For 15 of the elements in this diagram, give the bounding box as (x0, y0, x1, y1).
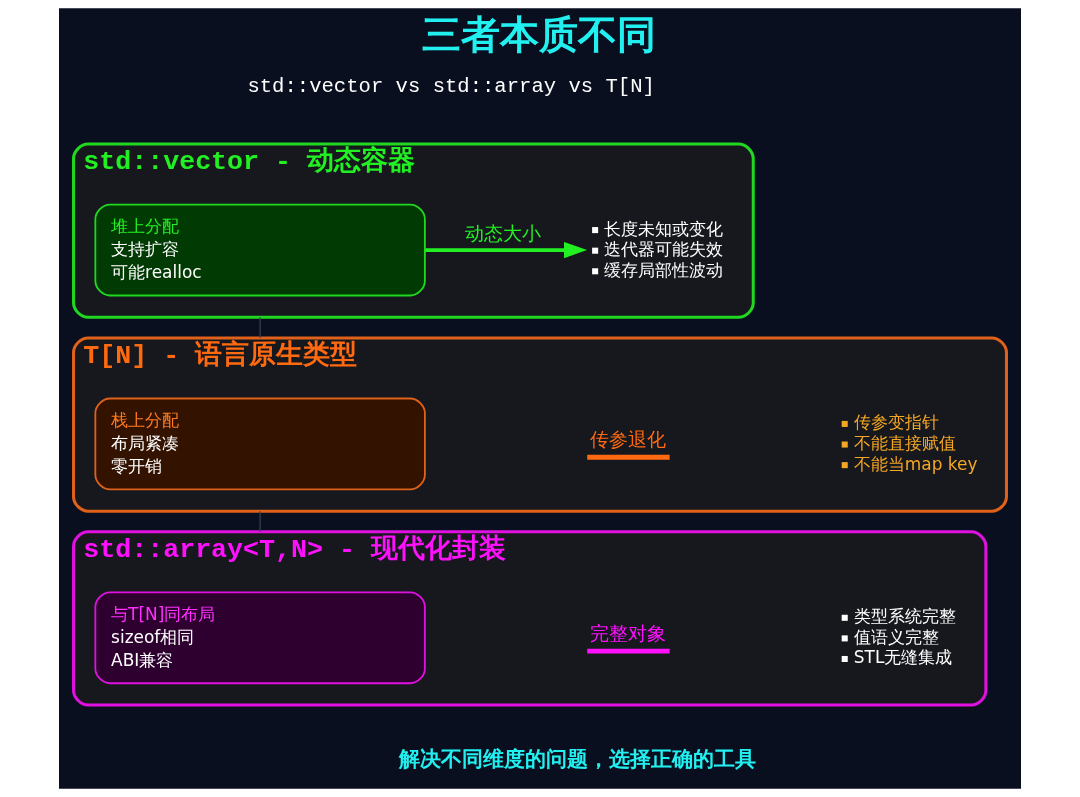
connector (259, 510, 261, 533)
connector (259, 316, 261, 339)
edge-label: 动态大小 (464, 222, 541, 246)
node-box: 堆上分配 支持扩容 可能realloc (94, 203, 426, 297)
label: std::vector vs std::array vs T[N] (247, 75, 655, 99)
node-box: 与T[N]同布局 sizeof相同 ABI兼容 (94, 591, 426, 685)
label: 完整对象 (589, 621, 666, 645)
node-text: 类型系统完整 值语义完整 STL无缝集成 (853, 606, 956, 668)
node-text: 传参变指针 不能直接赋值 不能当map key (853, 412, 978, 474)
node-box: 栈上分配 布局紧凑 零开销 (94, 397, 426, 491)
node-text: 长度未知或变化 迭代器可能失效 缓存局部性波动 (604, 218, 724, 280)
diagram-title: 三者本质不同 (422, 11, 657, 57)
label: 传参退化 (589, 428, 666, 452)
arrow (425, 242, 588, 259)
label: 解决不同维度的问题，选择正确的工具 (399, 746, 757, 771)
